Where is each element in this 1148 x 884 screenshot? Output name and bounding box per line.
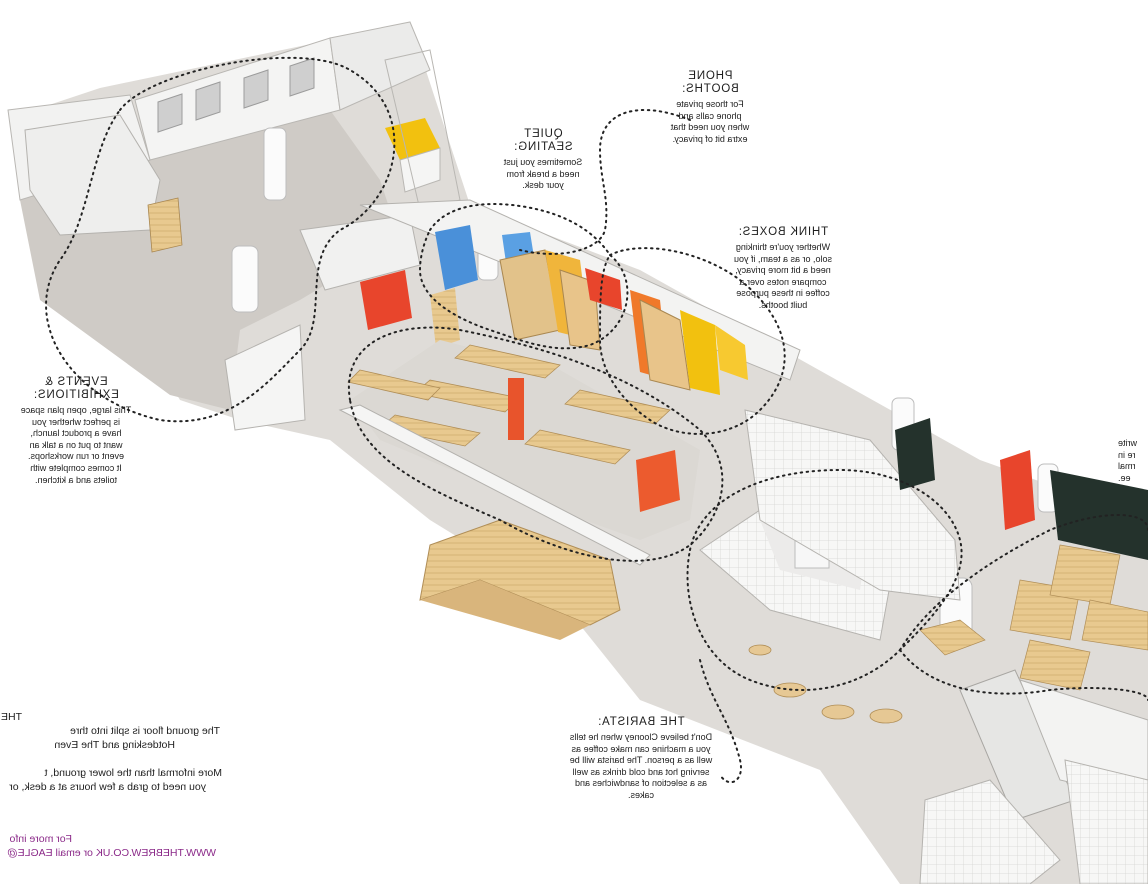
- right-partial-line: rmal: [1118, 461, 1136, 472]
- cafe-tables: [919, 544, 1148, 691]
- intro-line-4: you need to grab a few hours at a desk, …: [9, 781, 206, 793]
- label-think-boxes: THINK BOXES: Whether you're thinking sol…: [708, 226, 858, 312]
- quiet-zone-outline: [418, 203, 629, 350]
- label-phone-booths: PHONE BOOTHS: For those private phone ca…: [655, 70, 765, 145]
- phone-booths-line: For those private: [676, 99, 744, 109]
- cafe-zone-outline: [899, 514, 1148, 651]
- barista-line: as a selection of sandwiches and: [574, 778, 708, 789]
- think-boxes-line: coffee in these purpose: [736, 288, 830, 299]
- phone-booths-line: phone calls and: [678, 110, 742, 121]
- right-partial-line: write: [1118, 438, 1138, 448]
- intro-line-1: The ground floor is split into thre: [70, 725, 220, 737]
- events-line: toilets and a kitchen.: [34, 474, 118, 485]
- intro-heading: THE: [1, 711, 22, 723]
- contact-line-1: For more info: [9, 833, 72, 845]
- events-line: It comes complete with: [30, 462, 122, 473]
- barista-line: serving hot and cold drinks as well: [572, 766, 710, 777]
- quiet-seating-line: need a break from: [506, 168, 580, 179]
- intro-line-2: Hotdesking and The Even: [54, 739, 175, 751]
- phone-booths-line: when you need that: [670, 122, 750, 133]
- phone-zone-outline: [519, 109, 691, 255]
- quiet-seating-line: your desk.: [522, 180, 564, 191]
- intro-line-3: More informal than the lower ground, t: [44, 767, 222, 779]
- barista-line: Don't believe Clooney when he tells: [569, 732, 713, 742]
- orange-pillar: [508, 378, 524, 440]
- barista-leader: [699, 659, 742, 784]
- think-boxes-line: Whether you're thinking: [735, 242, 831, 252]
- quiet-seating-title-2: SEATING:: [513, 141, 573, 153]
- label-barista: THE BARISTA: Don't believe Clooney when …: [556, 716, 726, 802]
- events-line: want to put on a talk an: [29, 439, 123, 450]
- think-boxes: [435, 225, 748, 395]
- think-boxes-title: THINK BOXES:: [737, 226, 829, 238]
- round-tables: [748, 644, 903, 724]
- barista-line: cakes.: [628, 789, 655, 800]
- quiet-seating-title-1: QUIET: [523, 128, 563, 140]
- hotdesk-zone-outline: [347, 326, 724, 562]
- events-title-1: EVENTS &: [44, 376, 108, 388]
- phone-booths-title-2: BOOTHS:: [681, 83, 739, 95]
- think-boxes-line: solo, or as a team, if you: [733, 253, 833, 264]
- red-door: [360, 270, 412, 330]
- barista-line: you a machine can make coffee as: [571, 743, 711, 754]
- phone-booths-line: extra bit of privacy.: [672, 133, 748, 144]
- think-boxes-line: compare notes over a: [739, 276, 827, 287]
- right-partial-line: ee.: [1118, 472, 1131, 483]
- right-partial-line: re in: [1118, 449, 1136, 460]
- events-title-2: EXHIBITIONS:: [33, 389, 119, 401]
- think-boxes-line: need a bit more privacy,: [735, 265, 831, 276]
- label-events-exhibitions: EVENTS & EXHIBITIONS: This large, open p…: [0, 376, 152, 486]
- events-zone-outline: [45, 56, 396, 423]
- barista-line: well as a person. The barista will be: [569, 755, 713, 766]
- phone-booth-yellow: [385, 118, 440, 160]
- events-windows: [157, 57, 315, 133]
- label-right-partial: write re in rmal ee.: [1118, 438, 1148, 484]
- quiet-seating-line: Sometimes you just: [503, 157, 583, 167]
- label-quiet-seating: QUIET SEATING: Sometimes you just need a…: [488, 128, 598, 192]
- events-line: This large, open plan space: [20, 405, 132, 415]
- think-boxes-line: built booths.: [758, 299, 808, 310]
- events-line: event or run workshops.: [27, 451, 125, 462]
- phone-booths-title-1: PHONE: [687, 70, 733, 82]
- events-line: is perfect whether you: [31, 416, 121, 427]
- tiled-wall: [744, 409, 961, 601]
- orange-kiosk: [636, 450, 680, 512]
- think-zone-outline: [598, 247, 786, 435]
- dark-room: [895, 418, 935, 490]
- zone-outlines: [45, 56, 1148, 784]
- barista-title: THE BARISTA:: [597, 716, 685, 728]
- events-line: have a product launch,: [30, 428, 122, 439]
- contact-link[interactable]: WWW.THEBREW.CO.UK or email EAGLE@: [6, 847, 216, 859]
